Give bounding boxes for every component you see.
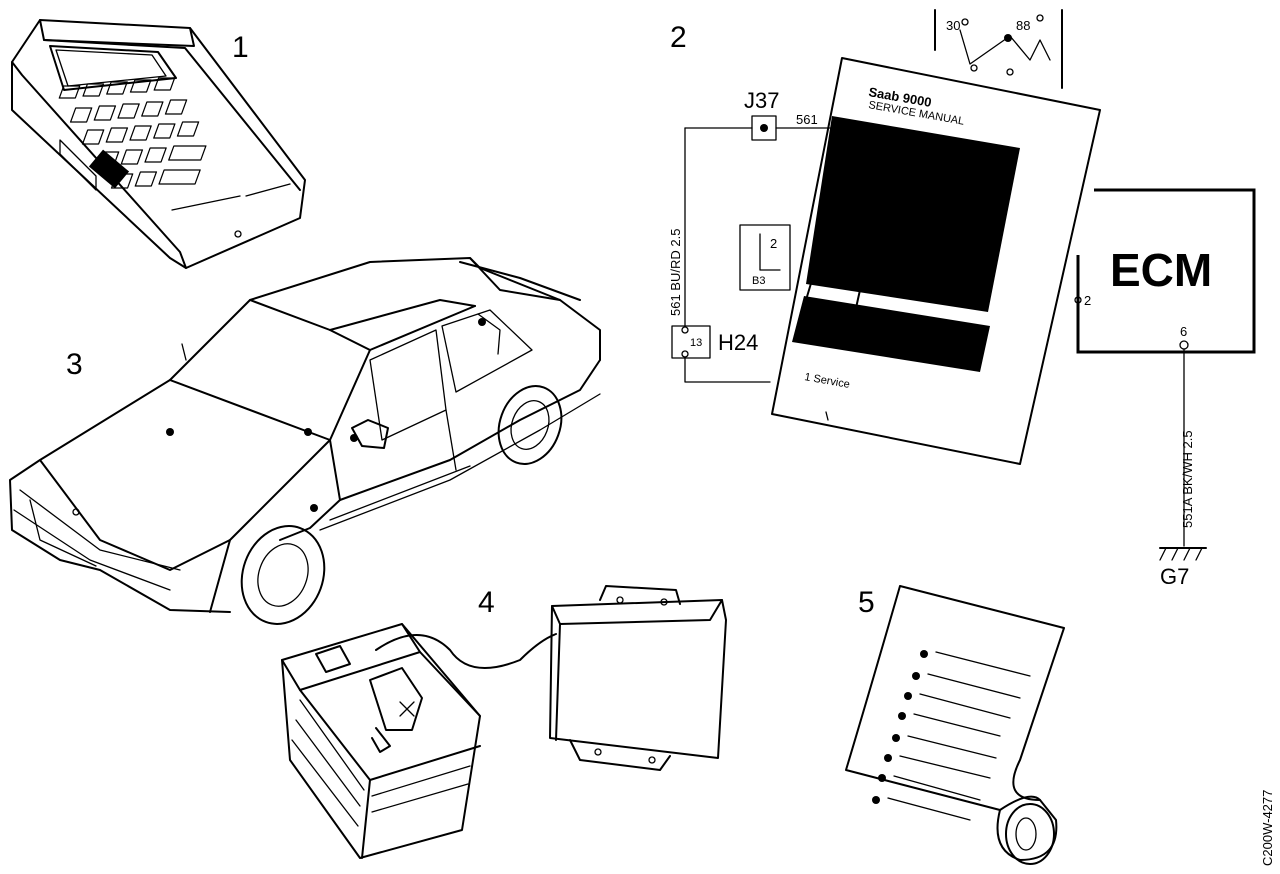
wiring-diagram — [671, 9, 1256, 561]
ecm-pin-6-label: 6 — [1180, 324, 1187, 339]
h24-connector — [671, 325, 711, 359]
relay-pin-label: 2 — [770, 236, 777, 251]
diagnostic-tester-illustration — [11, 19, 306, 269]
wire-left-label: 561 BU/RD 2.5 — [668, 229, 683, 316]
h24-pin-label: 13 — [690, 337, 702, 349]
connector-h24-label: H24 — [718, 330, 758, 355]
callout-4: 4 — [478, 586, 495, 619]
ecm-label: ECM — [1110, 244, 1212, 296]
manual-footer: 1 Service — [803, 371, 850, 391]
battery-illustration — [281, 623, 557, 859]
service-manual-illustration — [771, 57, 1101, 465]
control-module-illustration — [549, 585, 727, 771]
car-illustration — [9, 257, 601, 625]
wire-561-label: 561 — [796, 112, 818, 127]
printout-scroll-illustration — [845, 585, 1065, 865]
callout-3: 3 — [66, 348, 83, 381]
reference-code: C200W-4277 — [1260, 790, 1275, 866]
top-relay-pin-b: 88 — [1016, 18, 1030, 33]
wire-right-label: 551A BK/WH 2.5 — [1180, 430, 1195, 528]
callout-5: 5 — [858, 586, 875, 619]
j37-connector — [751, 115, 777, 141]
connector-j37-label: J37 — [744, 88, 779, 113]
callout-1: 1 — [232, 31, 249, 64]
relay-pin-b-label: B3 — [752, 275, 765, 287]
ecm-pin-2-label: 2 — [1084, 293, 1091, 308]
ground-label: G7 — [1160, 564, 1189, 589]
callout-2: 2 — [670, 21, 687, 54]
top-relay-pin-a: 30 — [946, 18, 960, 33]
